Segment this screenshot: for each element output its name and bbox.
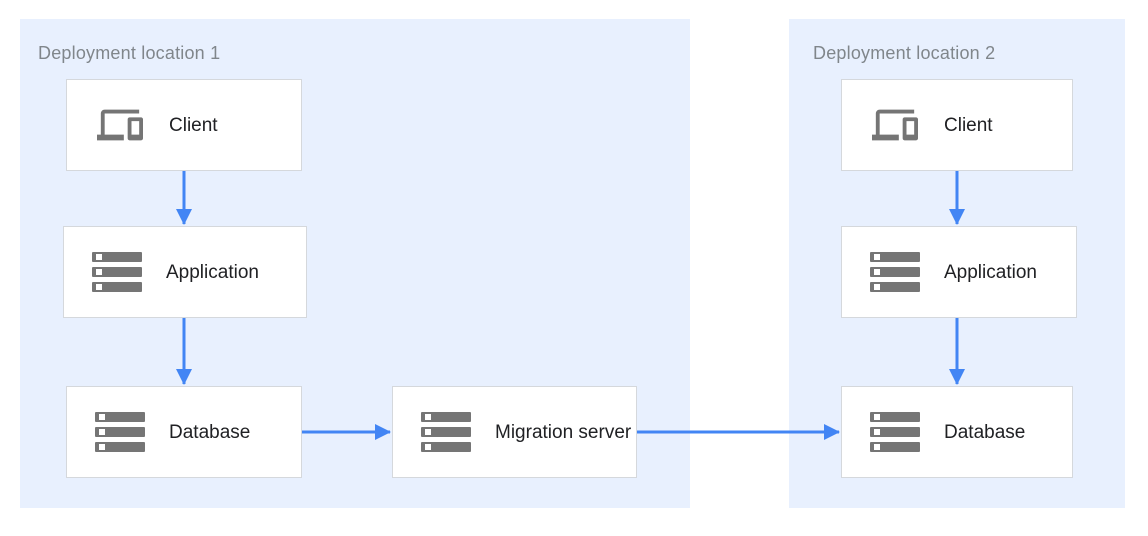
server-stack-icon (417, 412, 475, 452)
server-stack-icon (866, 412, 924, 452)
devices-icon (91, 102, 149, 148)
node-label: Application (166, 261, 259, 283)
node-application-2: Application (841, 226, 1077, 318)
server-stack-icon (88, 252, 146, 292)
node-application-1: Application (63, 226, 307, 318)
node-client-2: Client (841, 79, 1073, 171)
node-label: Database (169, 421, 251, 443)
node-label: Application (944, 261, 1037, 283)
node-database-2: Database (841, 386, 1073, 478)
server-stack-icon (91, 412, 149, 452)
region-1-title: Deployment location 1 (38, 43, 221, 63)
server-stack-icon (866, 252, 924, 292)
node-database-1: Database (66, 386, 302, 478)
node-label: Client (944, 114, 993, 136)
region-2-title: Deployment location 2 (813, 43, 996, 63)
node-label: Database (944, 421, 1026, 443)
node-migration-server: Migration server (392, 386, 637, 478)
node-client-1: Client (66, 79, 302, 171)
devices-icon (866, 102, 924, 148)
node-label: Migration server (495, 421, 632, 443)
node-label: Client (169, 114, 218, 136)
